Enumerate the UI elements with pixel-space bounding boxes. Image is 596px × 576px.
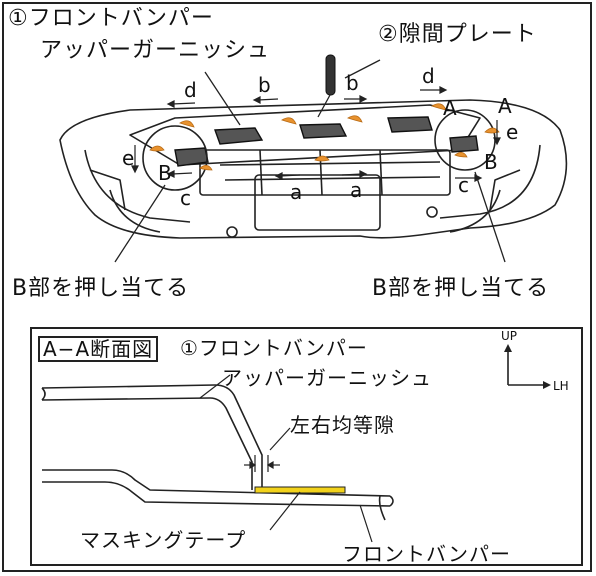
masking-tape bbox=[254, 486, 346, 494]
arrow-label-a-left: a bbox=[290, 180, 304, 204]
section-mark-A-left: A bbox=[443, 96, 458, 120]
bumper-inner-left bbox=[84, 149, 191, 223]
bumper-inner-right bbox=[439, 144, 541, 219]
clip bbox=[149, 145, 165, 152]
b-zone-left bbox=[142, 125, 208, 191]
axis-lh-label: LH bbox=[553, 379, 569, 393]
bumper-profile bbox=[42, 469, 391, 497]
press-instruction-right: B部を押し当てる bbox=[372, 276, 550, 301]
clip bbox=[199, 165, 213, 171]
clip bbox=[484, 127, 500, 134]
grille bbox=[199, 149, 451, 196]
garnish-pad-left bbox=[214, 127, 264, 145]
end-block-left bbox=[174, 147, 209, 167]
end-block-right bbox=[449, 135, 479, 153]
bumper-side-right bbox=[489, 169, 521, 211]
section-panel bbox=[30, 327, 583, 566]
part2-label: ②隙間プレート bbox=[378, 22, 537, 47]
garnish-pad-right bbox=[387, 116, 433, 133]
masking-tape-label: マスキングテープ bbox=[80, 528, 247, 552]
bolt-left bbox=[226, 226, 238, 238]
arrow-label-b-left: b bbox=[258, 73, 272, 97]
arrow-label-b-right: b bbox=[346, 71, 360, 95]
garnish-profile bbox=[41, 384, 263, 490]
arrow-label-c-left: c bbox=[180, 186, 192, 210]
b-mark-right: B bbox=[484, 150, 499, 174]
arrow-label-e-right: e bbox=[506, 120, 520, 144]
clip bbox=[431, 103, 447, 111]
gap-plate bbox=[325, 54, 336, 96]
clip bbox=[454, 152, 468, 158]
bumper-outline bbox=[59, 99, 568, 239]
gap-label: 左右均等隙 bbox=[290, 413, 395, 437]
section-part1-label: ①フロントバンパー bbox=[180, 336, 368, 360]
press-instruction-left: B部を押し当てる bbox=[12, 276, 190, 301]
bumper-label: フロントバンパー bbox=[342, 542, 511, 566]
license-plate bbox=[254, 174, 381, 231]
up-arrow-icon bbox=[504, 344, 512, 352]
lh-arrow-icon bbox=[543, 381, 551, 389]
clip bbox=[347, 115, 363, 123]
diagram-frame bbox=[2, 2, 592, 572]
section-mark-A-right: A bbox=[498, 94, 513, 118]
arrow-label-c-right: c bbox=[458, 173, 470, 197]
part1-label-line2: アッパーガーニッシュ bbox=[40, 38, 271, 63]
section-title-boxed: A−A断面図 bbox=[38, 336, 159, 362]
arrow-label-e-left: e bbox=[122, 146, 136, 170]
clip bbox=[281, 117, 297, 125]
bolt-right bbox=[426, 206, 438, 218]
part1-label-line1: ①フロントバンパー bbox=[8, 6, 214, 31]
clip bbox=[179, 120, 195, 128]
arrow-label-d-right: d bbox=[422, 64, 436, 88]
arrow-label-d-left: d bbox=[184, 78, 198, 102]
section-garnish-label: アッパーガーニッシュ bbox=[222, 366, 432, 390]
axis-up-label: UP bbox=[501, 329, 518, 343]
b-mark-left: B bbox=[158, 161, 173, 185]
clip bbox=[314, 155, 330, 162]
bumper-side-left bbox=[89, 169, 126, 211]
garnish-pad-center bbox=[299, 123, 348, 139]
arrow-label-a-right: a bbox=[350, 178, 364, 202]
